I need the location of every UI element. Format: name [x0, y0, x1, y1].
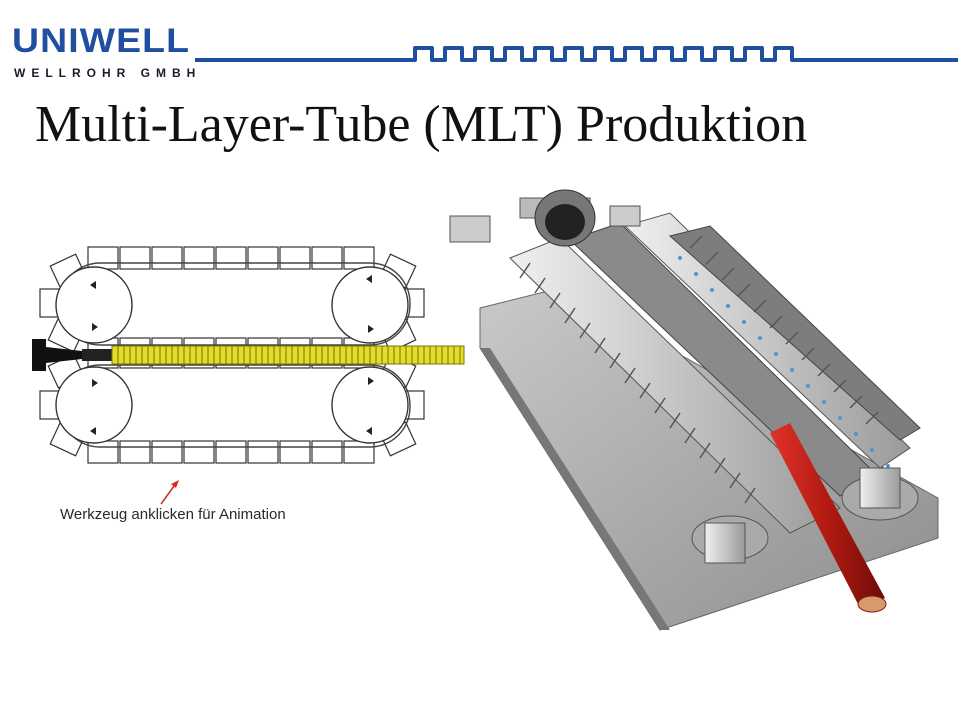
top-mold-blocks: [87, 246, 375, 270]
caption-pointer-arrow: [160, 480, 179, 505]
red-corrugated-tube: [770, 423, 887, 613]
page-title: Multi-Layer-Tube (MLT) Produktion: [35, 96, 808, 153]
uniwell-logo: UNIWELL WELLROHR GMBH: [12, 24, 201, 80]
mold-teeth: [519, 235, 879, 504]
mold-rails: [509, 212, 921, 534]
corrugator-machine-illustration[interactable]: [440, 178, 940, 633]
animation-hint-caption: Werkzeug anklicken für Animation: [60, 506, 286, 523]
extruder-head: [32, 339, 112, 371]
logo-wordmark: UNIWELL: [12, 22, 191, 60]
yellow-corrugated-tube: [111, 345, 465, 365]
logo-subtitle: WELLROHR GMBH: [14, 66, 202, 80]
bottom-mold-blocks: [87, 440, 375, 464]
extruder-unit: [449, 189, 641, 247]
drive-wheels: [55, 266, 409, 444]
tool-schematic-diagram[interactable]: [30, 245, 470, 465]
end-wheels: [691, 467, 919, 564]
blue-bolts: [678, 256, 890, 468]
corrugated-header-line: [195, 46, 958, 62]
direction-arrows: [90, 275, 374, 435]
